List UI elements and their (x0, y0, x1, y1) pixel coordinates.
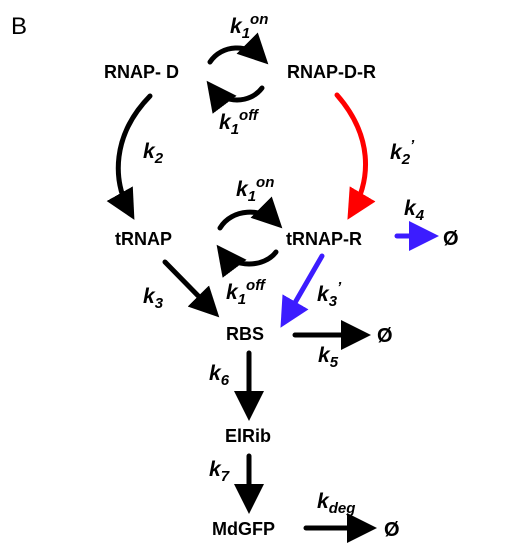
node-trnap-r: tRNAP-R (286, 229, 362, 249)
node-elrib: ElRib (225, 426, 271, 446)
panel-label: B (11, 13, 27, 40)
empty-set-kdeg: Ø (384, 519, 400, 541)
rate-label-kdeg: kdeg (317, 490, 355, 517)
rate-label-k2-prime: k2’ (390, 137, 415, 168)
rate-label-k7: k7 (209, 458, 230, 485)
rate-label-k1on-top: k1on (230, 11, 268, 42)
arrow-k1on-mid (217, 196, 283, 231)
arrow-k2-prime (334, 92, 376, 220)
rate-label-k4: k4 (404, 197, 425, 224)
rate-label-k5: k5 (318, 344, 339, 371)
empty-set-k5: Ø (377, 325, 393, 347)
arrow-k1on-top (207, 32, 269, 65)
node-trnap: tRNAP (115, 229, 172, 249)
empty-set-k4: Ø (443, 228, 459, 250)
arrow-k3-prime (280, 253, 325, 328)
node-rnap-d-r: RNAP-D-R (287, 62, 376, 82)
rate-label-k3-prime: k3’ (317, 279, 342, 310)
rate-label-k1on-mid: k1on (236, 174, 274, 205)
rate-label-k1off-top: k1off (219, 107, 260, 138)
rate-label-k2: k2 (143, 140, 164, 167)
rate-label-k6: k6 (209, 362, 230, 389)
arrow-k1off-top (206, 80, 265, 114)
rate-label-k1off-mid: k1off (226, 277, 267, 308)
arrow-k1off-mid (216, 244, 279, 278)
node-rnap-d: RNAP- D (104, 62, 179, 82)
arrow-k3 (162, 259, 220, 318)
arrow-k2 (106, 93, 153, 220)
node-mdgfp: MdGFP (212, 519, 275, 539)
node-rbs: RBS (226, 324, 264, 344)
rate-label-k3: k3 (143, 285, 164, 312)
